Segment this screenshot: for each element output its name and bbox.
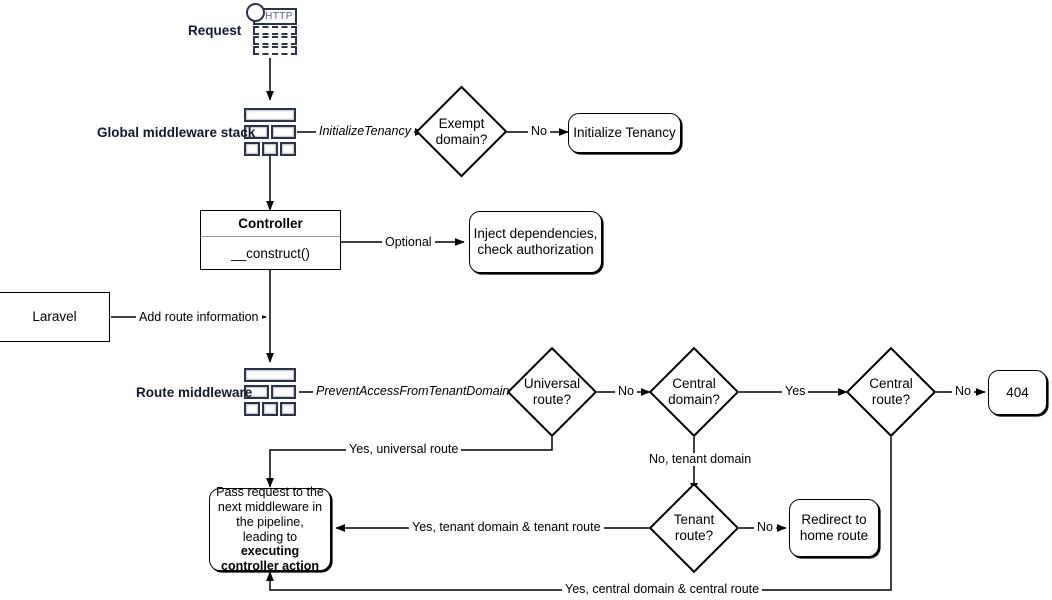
pass-request-text: Pass request to the next middleware in t… <box>216 485 324 544</box>
edge-label-prevent-access: PreventAccessFromTenantDomains <box>313 385 519 398</box>
edge-label-optional: Optional <box>382 236 435 249</box>
stack-row-3a <box>244 402 260 416</box>
edge-label-exempt-no: No <box>528 125 550 138</box>
request-body-line-2 <box>253 36 297 45</box>
stack-row-2a <box>244 125 269 139</box>
decision-universal-route[interactable]: Universal route? <box>506 346 598 438</box>
edge-label-central-domain-no: No, tenant domain <box>646 453 755 466</box>
middleware-stack-icon-route <box>244 368 298 416</box>
decision-central-route-label: Central route? <box>869 376 913 407</box>
decision-central-domain-label: Central domain? <box>668 376 720 407</box>
stack-row-3b <box>262 402 278 416</box>
node-404[interactable]: 404 <box>988 370 1047 415</box>
edge-label-central-domain-yes: Yes <box>782 385 809 398</box>
stack-row-1 <box>244 108 296 122</box>
edge-label-universal-no: No <box>615 385 637 398</box>
http-request-icon: HTTP <box>245 3 297 57</box>
edge-label-initialize-tenancy: InitializeTenancy <box>316 125 414 138</box>
middleware-stack-icon-global <box>244 108 298 156</box>
stack-row-3c <box>280 402 296 416</box>
edge-label-tenant-route-no: No <box>754 521 776 534</box>
node-initialize-tenancy[interactable]: Initialize Tenancy <box>568 113 681 153</box>
node-pass-request[interactable]: Pass request to the next middleware in t… <box>209 485 331 573</box>
pass-request-emphasis: executing controller action <box>221 544 319 573</box>
decision-exempt-domain[interactable]: Exempt domain? <box>415 85 508 178</box>
request-body-line-3 <box>253 46 297 55</box>
controller-title: Controller <box>201 211 340 237</box>
edge-label-universal-yes: Yes, universal route <box>346 443 462 456</box>
stack-row-2b <box>271 125 296 139</box>
request-body-line-1 <box>253 26 297 35</box>
request-circle-icon <box>246 3 265 22</box>
edge-label-add-route-information: Add route information <box>136 311 262 324</box>
edge-label-central-route-no: No <box>952 385 974 398</box>
decision-tenant-route-label: Tenant route? <box>673 512 715 543</box>
node-redirect-home-route[interactable]: Redirect to home route <box>789 499 879 557</box>
caption-request: Request <box>188 23 242 38</box>
controller-method: __construct() <box>231 246 310 261</box>
decision-exempt-domain-label: Exempt domain? <box>435 115 488 147</box>
stack-row-3a <box>244 142 260 156</box>
node-inject-dependencies[interactable]: Inject dependencies, check authorization <box>469 211 602 273</box>
decision-central-domain[interactable]: Central domain? <box>648 346 740 438</box>
stack-row-2b <box>271 385 296 399</box>
node-controller[interactable]: Controller __construct() <box>200 210 341 270</box>
stack-row-3b <box>262 142 278 156</box>
caption-route-middleware: Route middleware <box>136 385 253 400</box>
edge-label-tenant-route-yes: Yes, tenant domain & tenant route <box>409 521 604 534</box>
stack-row-3c <box>280 142 296 156</box>
node-laravel[interactable]: Laravel <box>0 292 110 342</box>
caption-global-middleware-stack: Global middleware stack <box>97 125 256 140</box>
stack-row-1 <box>244 368 296 382</box>
decision-universal-route-label: Universal route? <box>523 376 581 407</box>
decision-tenant-route[interactable]: Tenant route? <box>648 482 740 574</box>
edge-label-central-route-yes: Yes, central domain & central route <box>562 583 763 596</box>
stack-row-2a <box>244 385 269 399</box>
decision-central-route[interactable]: Central route? <box>845 346 937 438</box>
http-label: HTTP <box>265 11 293 22</box>
